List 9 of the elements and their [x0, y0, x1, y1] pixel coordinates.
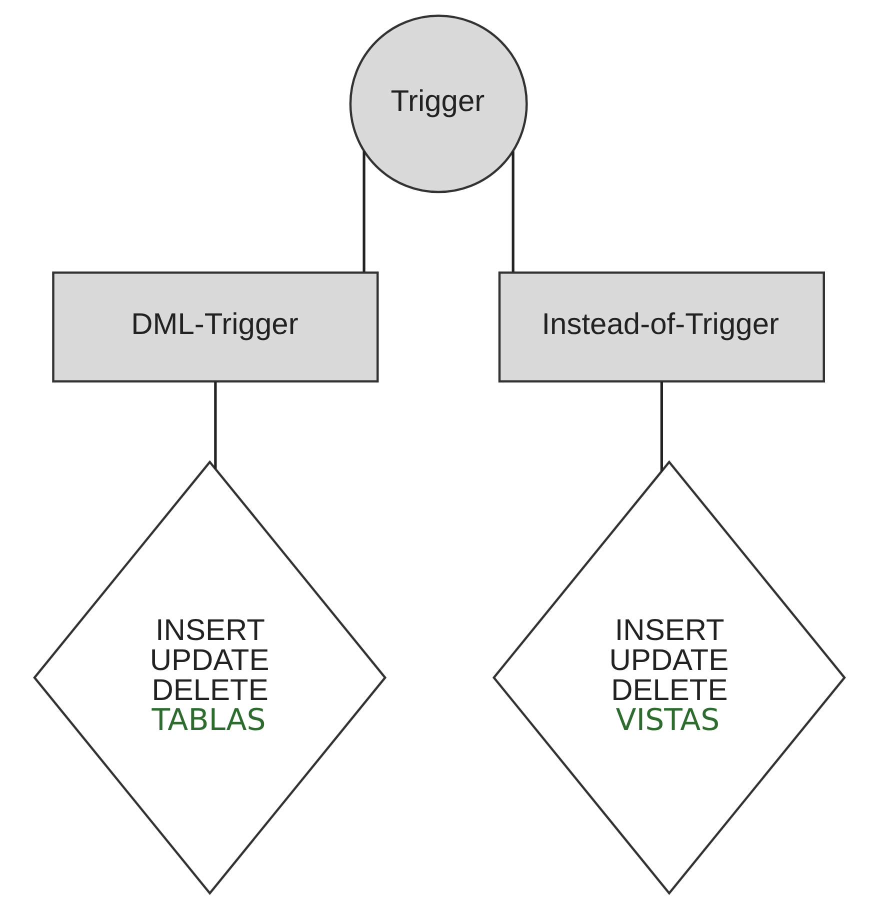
node-box: DML-Trigger [52, 272, 379, 382]
connector [660, 382, 663, 472]
node-box: Instead-of-Trigger [498, 272, 825, 382]
node-diamond: INSERT UPDATE DELETE VISTAS [492, 460, 846, 896]
node-diamond: INSERT UPDATE DELETE TABLAS [33, 460, 387, 896]
connector [214, 382, 217, 469]
connector [512, 151, 514, 272]
node-circle: Trigger [349, 14, 528, 194]
connector [362, 151, 366, 272]
